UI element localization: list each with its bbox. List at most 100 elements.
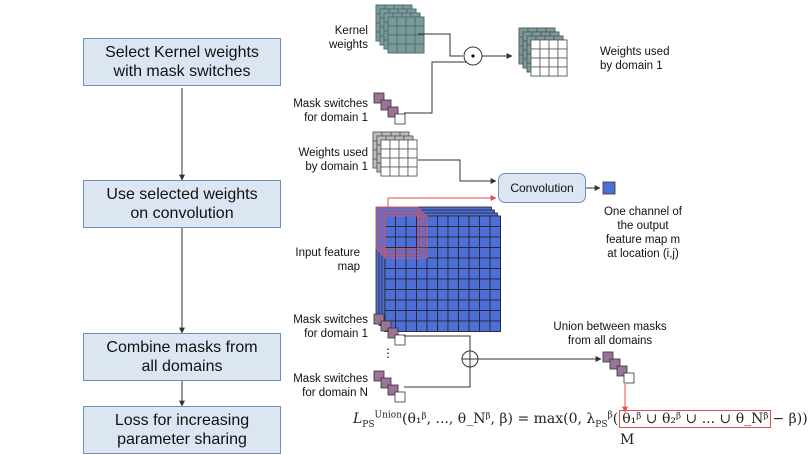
step-use-selected-weights: Use selected weights on convolution: [83, 180, 281, 228]
feature-cell: [458, 236, 470, 248]
weights-used-left-stack: [372, 131, 418, 177]
mask-switch: [394, 113, 406, 125]
feature-cell: [479, 299, 491, 311]
label-weights-used-right: Weights used by domain 1: [600, 46, 670, 72]
grid-cell: [414, 16, 425, 27]
grid-cell: [387, 16, 398, 27]
label-union-masks: Union between masks from all domains: [553, 321, 667, 347]
grid-cell: [387, 34, 398, 45]
feature-cell: [426, 320, 438, 332]
feature-cell: [479, 310, 491, 322]
feature-cell: [489, 236, 501, 248]
grid-cell: [405, 43, 416, 54]
label-mask-domain1-bottom: Mask switches for domain 1: [293, 314, 368, 340]
feature-cell: [479, 247, 491, 259]
mask-switches-domain1-bottom: [373, 313, 406, 346]
step-combine-masks: Combine masks from all domains: [83, 333, 281, 381]
feature-cell: [395, 310, 407, 322]
grid-cell: [398, 157, 409, 168]
mask-switch: [373, 313, 385, 325]
feature-cell: [489, 289, 501, 301]
feature-cell: [447, 215, 459, 227]
kernel-weights-stack: [375, 4, 425, 54]
feature-cell: [395, 268, 407, 280]
feature-cell: [468, 226, 480, 238]
feature-cell: [405, 278, 417, 290]
feature-cell: [395, 289, 407, 301]
feature-cell: [384, 215, 396, 227]
grid-cell: [405, 34, 416, 45]
feature-cell: [468, 320, 480, 332]
mask-switch: [623, 372, 635, 384]
formula-tail: − β)): [772, 411, 808, 427]
feature-cell: [437, 299, 449, 311]
grid-cell: [396, 43, 407, 54]
grid-cell: [557, 66, 568, 77]
mask-switch: [616, 365, 628, 377]
feature-cell: [416, 257, 428, 269]
feature-cell: [437, 236, 449, 248]
loss-formula: LPSUnion(θ₁ᵝ, ..., θ_Nᵝ, β) = max(0, λPS…: [353, 410, 808, 448]
step-loss-parameter-sharing: Loss for increasing parameter sharing: [83, 406, 281, 454]
grid-cell: [530, 48, 541, 59]
feature-cell: [426, 278, 438, 290]
union-connectors: [404, 335, 602, 388]
grid-cell: [389, 157, 400, 168]
feature-cell: [384, 257, 396, 269]
top-connectors: [404, 33, 513, 114]
formula-union-numerator: θ₁ᵝ ∪ θ₂ᵝ ∪ ... ∪ θ_Nᵝ: [619, 410, 772, 428]
feature-cell: [479, 278, 491, 290]
grid-cell: [548, 57, 559, 68]
feature-cell: [426, 268, 438, 280]
formula-lhs-sub: PS: [362, 419, 375, 430]
grid-cell: [407, 148, 418, 159]
label-input-feature-map: Input feature map: [295, 247, 360, 273]
feature-cell: [384, 278, 396, 290]
feature-cell: [437, 215, 449, 227]
feature-cell: [458, 299, 470, 311]
grid-cell: [407, 166, 418, 177]
feature-cell: [426, 257, 438, 269]
feature-cell: [489, 215, 501, 227]
grid-cell: [387, 25, 398, 36]
convolution-box: Convolution: [498, 173, 586, 203]
feature-cell: [426, 236, 438, 248]
feature-cell: [426, 299, 438, 311]
grid-cell: [380, 139, 391, 150]
feature-cell: [489, 268, 501, 280]
feature-cell: [468, 310, 480, 322]
feature-cell: [426, 226, 438, 238]
feature-cell: [426, 215, 438, 227]
feature-cell: [458, 320, 470, 332]
feature-cell: [437, 289, 449, 301]
grid-cell: [396, 16, 407, 27]
feature-cell: [384, 226, 396, 238]
formula-lhs-sup: Union: [374, 410, 403, 421]
grid-cell: [530, 66, 541, 77]
feature-cell: [447, 299, 459, 311]
feature-cell: [479, 257, 491, 269]
receptive-field-highlight: [384, 215, 428, 259]
grid-cell: [557, 48, 568, 59]
feature-cell: [437, 257, 449, 269]
grid-cell: [530, 39, 541, 50]
feature-cell: [426, 247, 438, 259]
feature-cell: [395, 278, 407, 290]
multiply-operator: [463, 46, 483, 66]
feature-cell: [405, 299, 417, 311]
output-channel-pixel: [602, 181, 616, 195]
feature-cell: [468, 299, 480, 311]
input-feature-map-grid: [375, 206, 501, 332]
grid-cell: [387, 43, 398, 54]
feature-cell: [395, 215, 407, 227]
feature-cell: [437, 247, 449, 259]
feature-cell: [416, 268, 428, 280]
mask-switch: [373, 370, 385, 382]
mask-switch: [602, 351, 614, 363]
grid-cell: [414, 34, 425, 45]
grid-cell: [539, 39, 550, 50]
grid-cell: [380, 148, 391, 159]
label-mask-domainN: Mask switches for domain N: [293, 373, 368, 399]
feature-cell: [479, 215, 491, 227]
vertical-ellipsis: ⋮: [382, 346, 394, 360]
